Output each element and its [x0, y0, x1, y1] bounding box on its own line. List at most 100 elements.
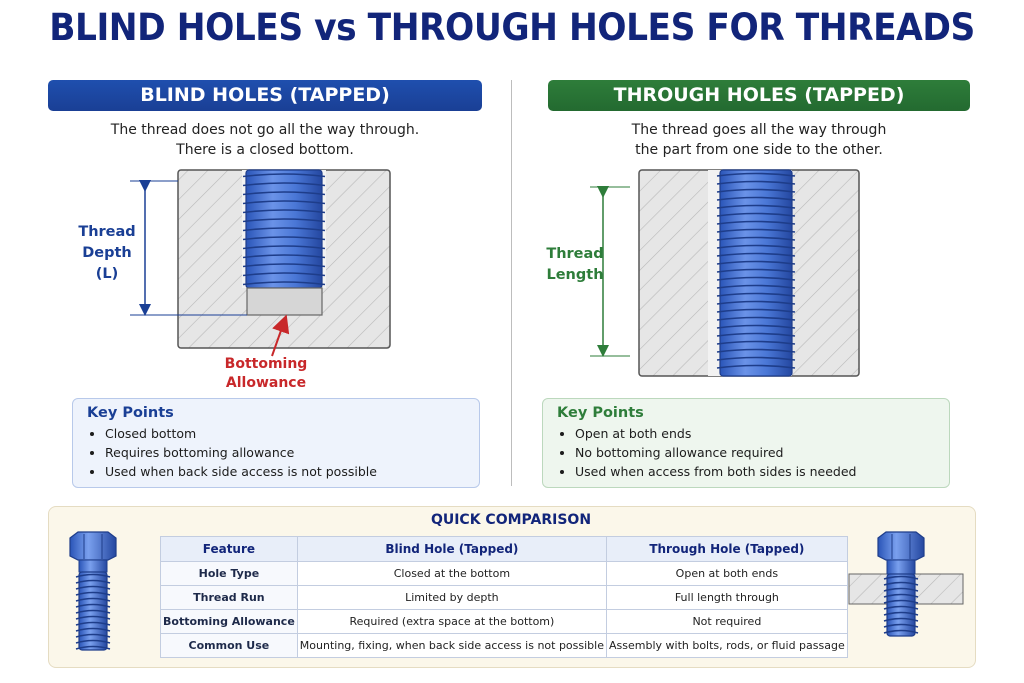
- blind-banner: BLIND HOLES (TAPPED): [48, 80, 482, 111]
- table-cell: Bottoming Allowance: [160, 609, 298, 634]
- length-label-line2: Length: [546, 267, 604, 283]
- blind-desc-line2: There is a closed bottom.: [176, 142, 354, 158]
- thread-crest: [75, 591, 111, 596]
- thread-crest: [716, 204, 796, 209]
- blind-key-points: Key Points Closed bottom Requires bottom…: [72, 398, 480, 488]
- through-desc-line1: The thread goes all the way through: [631, 122, 887, 138]
- thread-crest: [75, 645, 111, 650]
- bolt-shank: [78, 559, 108, 573]
- thread-crest: [716, 236, 796, 241]
- comparison-table: Feature Blind Hole (Tapped) Through Hole…: [160, 536, 848, 658]
- column-header: Through Hole (Tapped): [606, 536, 848, 562]
- page-title: BLIND HOLES vs THROUGH HOLES FOR THREADS: [49, 6, 975, 49]
- thread-crest: [716, 276, 796, 281]
- thread-crest: [716, 324, 796, 329]
- thread-crest: [242, 263, 326, 268]
- thread-crest: [75, 615, 111, 620]
- table-cell: Required (extra space at the bottom): [296, 609, 608, 634]
- through-desc-line2: the part from one side to the other.: [635, 142, 883, 158]
- through-banner: THROUGH HOLES (TAPPED): [548, 80, 970, 111]
- bottoming-arrow: [271, 314, 290, 357]
- thread-crest: [716, 308, 796, 313]
- thread-crest: [883, 581, 919, 586]
- bottoming-label-line1: Bottoming: [224, 356, 308, 372]
- thread-crest: [75, 573, 111, 578]
- thread-crest: [75, 621, 111, 626]
- blind-key-points-list: Closed bottom Requires bottoming allowan…: [87, 424, 465, 481]
- thread-crest: [716, 340, 796, 345]
- depth-label-line1: Thread: [78, 224, 136, 240]
- through-key-points-title: Key Points: [557, 405, 644, 421]
- list-item: Open at both ends: [575, 424, 935, 443]
- table-header-row: Feature Blind Hole (Tapped) Through Hole…: [160, 536, 848, 562]
- thread-crest: [242, 182, 326, 187]
- thread-crest: [242, 281, 326, 286]
- list-item: Closed bottom: [105, 424, 465, 443]
- thread-crest: [716, 348, 796, 353]
- blind-key-points-title: Key Points: [87, 405, 174, 421]
- thread-body: [719, 169, 793, 377]
- thread-crest: [75, 597, 111, 602]
- thread-crest: [716, 356, 796, 361]
- depth-label-line3: (L): [95, 266, 119, 282]
- table-cell: Mounting, fixing, when back side access …: [296, 633, 608, 658]
- thread-depth-label: Thread Depth (L): [72, 222, 142, 285]
- thread-crest: [716, 196, 796, 201]
- thread-crest: [75, 639, 111, 644]
- length-label-line1: Thread: [546, 246, 604, 262]
- thread-crest: [716, 212, 796, 217]
- thread-crest: [716, 220, 796, 225]
- thread-crest: [716, 316, 796, 321]
- list-item: Used when back side access is not possib…: [105, 462, 465, 481]
- thread-length-label: Thread Length: [540, 244, 610, 286]
- through-thread: [716, 169, 796, 377]
- bolt-thread: [75, 571, 111, 651]
- thread-crest: [883, 587, 919, 592]
- thread-crest: [716, 284, 796, 289]
- blind-desc-line1: The thread does not go all the way throu…: [110, 122, 420, 138]
- thread-crest: [716, 252, 796, 257]
- depth-label-line2: Depth: [82, 245, 132, 261]
- column-header: Blind Hole (Tapped): [296, 536, 608, 562]
- through-key-points: Key Points Open at both ends No bottomin…: [542, 398, 950, 488]
- thread-crest: [242, 218, 326, 223]
- list-item: Used when access from both sides is need…: [575, 462, 935, 481]
- table-cell: Common Use: [160, 633, 298, 658]
- thread-crest: [716, 332, 796, 337]
- bottoming-allowance-label: Bottoming Allowance: [216, 355, 316, 393]
- table-row: Hole Type Closed at the bottom Open at b…: [160, 561, 848, 586]
- table-row: Bottoming Allowance Required (extra spac…: [160, 609, 848, 634]
- thread-crest: [716, 268, 796, 273]
- thread-crest: [75, 633, 111, 638]
- thread-crest: [883, 629, 919, 634]
- table-cell: Closed at the bottom: [296, 561, 608, 586]
- table-cell: Limited by depth: [296, 585, 608, 610]
- table-cell: Assembly with bolts, rods, or fluid pass…: [606, 633, 848, 658]
- thread-crest: [716, 260, 796, 265]
- through-key-points-list: Open at both ends No bottoming allowance…: [557, 424, 935, 481]
- thread-crest: [242, 227, 326, 232]
- thread-crest: [242, 245, 326, 250]
- thread-crest: [75, 585, 111, 590]
- table-cell: Not required: [606, 609, 848, 634]
- through-hole-diagram: [590, 169, 860, 377]
- table-cell: Thread Run: [160, 585, 298, 610]
- thread-crest: [75, 609, 111, 614]
- center-divider: [511, 80, 512, 486]
- thread-crest: [883, 623, 919, 628]
- thread-crest: [883, 575, 919, 580]
- thread-crest: [716, 172, 796, 177]
- thread-crest: [75, 579, 111, 584]
- bolt-icon-left: [69, 531, 117, 651]
- thread-crest: [242, 272, 326, 277]
- table-row: Common Use Mounting, fixing, when back s…: [160, 633, 848, 658]
- thread-crest: [716, 188, 796, 193]
- thread-crest: [716, 180, 796, 185]
- thread-crest: [242, 236, 326, 241]
- thread-crest: [242, 200, 326, 205]
- thread-crest: [75, 627, 111, 632]
- blind-thread: [242, 169, 326, 289]
- thread-crest: [716, 364, 796, 369]
- bottoming-allowance-area: [246, 287, 323, 316]
- bolt-head: [877, 531, 925, 561]
